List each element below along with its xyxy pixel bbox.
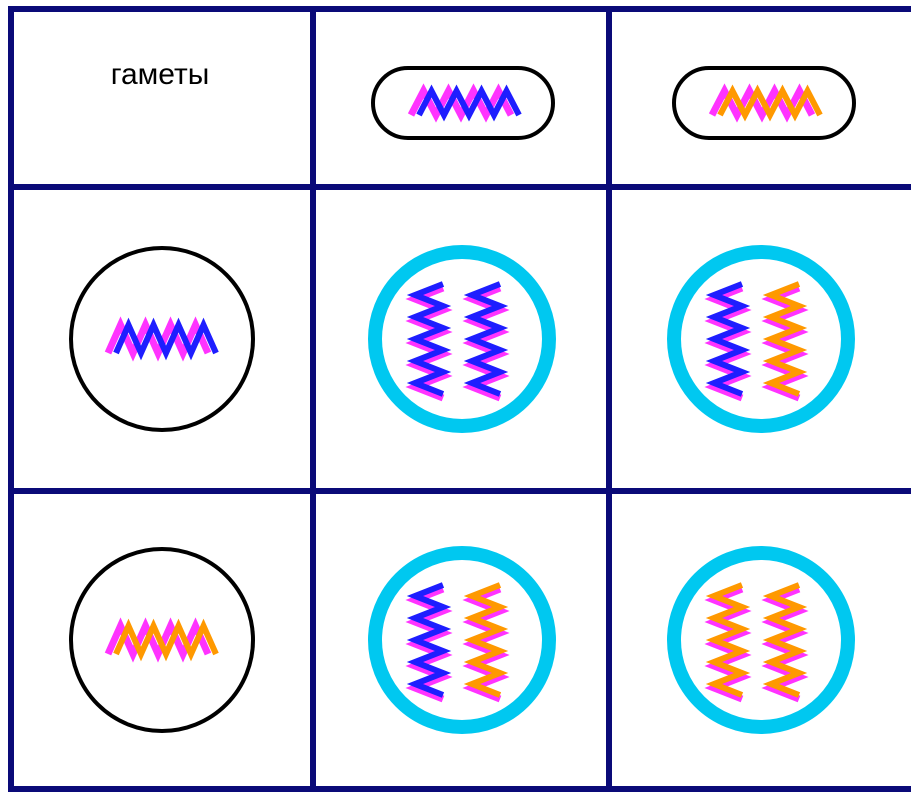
gametes-header-label: гаметы: [110, 58, 210, 91]
column-gamete-2: [672, 66, 856, 140]
column-gametes: [371, 66, 856, 140]
zygote-membrane: [368, 546, 556, 734]
pink-strand: [405, 284, 453, 402]
pink-strand: [462, 284, 510, 402]
zygote-chromosome-1: [704, 582, 752, 703]
colored-strand: [705, 582, 751, 698]
colored-strand: [762, 582, 808, 698]
pink-strand: [761, 585, 809, 703]
colored-strand: [406, 582, 452, 698]
colored-strand: [463, 582, 509, 698]
zygote-chromosome-1: [405, 281, 453, 402]
colored-strand: [717, 84, 823, 122]
colored-strand: [416, 84, 522, 122]
zygote-chromosome-1: [405, 582, 453, 703]
zygote-membrane: [368, 245, 556, 433]
zygote-r2-c1: [368, 546, 556, 734]
column-gamete-1: [371, 66, 555, 140]
zygote-cells: [368, 245, 855, 734]
pink-strand: [704, 284, 752, 402]
zygote-chromosome-2: [462, 582, 510, 703]
gamete-chromosome: [407, 83, 522, 123]
colored-strand: [113, 618, 219, 662]
pink-strand: [761, 284, 809, 402]
pink-strand: [462, 585, 510, 703]
gamete-chromosome: [104, 316, 219, 362]
colored-strand: [705, 281, 751, 397]
colored-strand: [113, 317, 219, 361]
zygote-membrane: [667, 546, 855, 734]
row-gamete-1: [69, 246, 255, 432]
zygote-r2-c2: [667, 546, 855, 734]
zygote-chromosome-2: [761, 582, 809, 703]
colored-strand: [463, 281, 509, 397]
pink-strand: [405, 585, 453, 703]
zygote-chromosome-1: [704, 281, 752, 402]
row-gametes: [69, 246, 255, 733]
row-gamete-2: [69, 547, 255, 733]
colored-strand: [406, 281, 452, 397]
zygote-membrane: [667, 245, 855, 433]
gamete-chromosome: [708, 83, 823, 123]
gamete-chromosome: [104, 617, 219, 663]
zygote-chromosome-2: [761, 281, 809, 402]
colored-strand: [762, 281, 808, 397]
zygote-r1-c1: [368, 245, 556, 433]
zygote-r1-c2: [667, 245, 855, 433]
pink-strand: [704, 585, 752, 703]
zygote-chromosome-2: [462, 281, 510, 402]
punnett-grid: [8, 6, 911, 792]
